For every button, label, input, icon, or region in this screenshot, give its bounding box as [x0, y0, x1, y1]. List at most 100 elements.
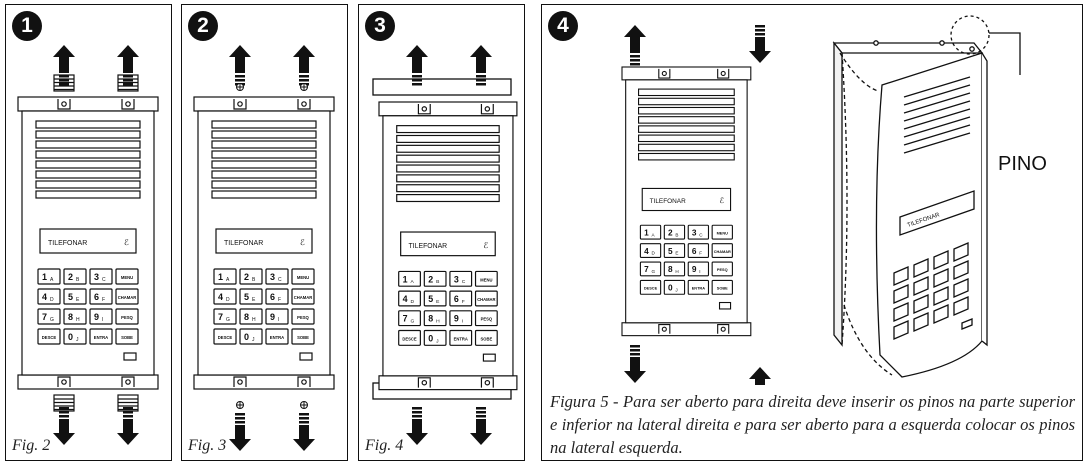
svg-text:ENTRA: ENTRA	[454, 336, 468, 341]
svg-text:4: 4	[644, 247, 649, 256]
keypad-key: MENU	[115, 268, 139, 285]
svg-text:5: 5	[668, 247, 673, 256]
svg-text:E: E	[675, 251, 678, 256]
callout-leader-line	[989, 32, 1021, 75]
keypad-key: SOBE	[115, 328, 139, 345]
svg-text:F: F	[462, 299, 465, 305]
step-number-badge: 1	[12, 11, 42, 41]
svg-text:D: D	[50, 297, 54, 303]
svg-text:0: 0	[668, 284, 673, 293]
keypad-key: ENTRA	[89, 328, 113, 345]
down-arrow	[749, 25, 771, 63]
svg-text:CHAMAR: CHAMAR	[294, 295, 313, 300]
svg-text:4: 4	[218, 292, 223, 302]
svg-text:6: 6	[94, 292, 99, 302]
svg-text:9: 9	[94, 312, 99, 322]
svg-text:9: 9	[270, 312, 275, 322]
keypad-key: SOBE	[711, 279, 733, 295]
figure-label: Fig. 2	[12, 437, 51, 454]
display-window	[899, 190, 975, 236]
svg-text:J: J	[675, 287, 677, 292]
hinge-swing-top	[839, 52, 879, 92]
svg-text:A: A	[411, 279, 415, 285]
svg-text:ENTRA: ENTRA	[270, 335, 284, 340]
svg-text:F: F	[278, 297, 281, 303]
down-arrow	[293, 413, 315, 451]
svg-text:6: 6	[454, 294, 459, 304]
svg-text:PESQ: PESQ	[717, 268, 728, 272]
svg-text:TILEFONAR: TILEFONAR	[409, 243, 448, 250]
svg-text:ENTRA: ENTRA	[692, 287, 706, 291]
svg-text:0: 0	[244, 332, 249, 342]
keypad-key: CHAMAR	[711, 243, 733, 258]
svg-text:F: F	[102, 297, 105, 303]
svg-text:CHAMAR: CHAMAR	[118, 295, 137, 300]
svg-text:5: 5	[244, 292, 249, 302]
svg-text:F: F	[699, 251, 702, 256]
svg-text:ℰ: ℰ	[300, 238, 305, 247]
svg-text:E: E	[436, 299, 440, 305]
svg-text:7: 7	[403, 314, 408, 324]
svg-text:A: A	[50, 277, 54, 283]
svg-text:H: H	[252, 317, 256, 323]
svg-text:6: 6	[270, 292, 275, 302]
down-arrow	[624, 345, 646, 383]
up-arrow	[229, 45, 251, 86]
svg-text:B: B	[436, 279, 440, 285]
open-housing-perspective: TILEFONAR	[832, 15, 1021, 378]
svg-text:I: I	[278, 317, 279, 323]
keypad-key: PESQ	[474, 310, 498, 327]
keypad-key: PESQ	[115, 308, 139, 325]
svg-text:ℰ: ℰ	[124, 238, 129, 247]
svg-text:J: J	[252, 337, 255, 343]
keypad-key: DESCE	[639, 279, 662, 295]
svg-text:E: E	[76, 297, 80, 303]
keypad-key: DESCE	[37, 328, 61, 345]
svg-text:PESQ: PESQ	[121, 315, 133, 320]
svg-text:J: J	[436, 338, 439, 344]
svg-text:4: 4	[403, 294, 408, 304]
svg-text:B: B	[675, 232, 678, 237]
keypad-key: DESCE	[398, 329, 421, 346]
svg-text:9: 9	[692, 265, 697, 274]
svg-text:I: I	[102, 317, 103, 323]
svg-text:3: 3	[94, 272, 99, 282]
keypad-key: SOBE	[474, 329, 498, 346]
svg-text:ℰ: ℰ	[720, 196, 724, 205]
svg-text:E: E	[252, 297, 256, 303]
svg-text:PESQ: PESQ	[297, 315, 309, 320]
svg-text:DESCE: DESCE	[42, 335, 57, 340]
svg-text:2: 2	[68, 272, 73, 282]
svg-text:H: H	[675, 269, 678, 274]
pin-screw	[300, 83, 308, 91]
svg-text:7: 7	[644, 265, 649, 274]
svg-text:3: 3	[692, 228, 697, 237]
svg-text:I: I	[699, 269, 700, 274]
svg-text:H: H	[76, 317, 80, 323]
svg-text:A: A	[226, 277, 230, 283]
svg-text:B: B	[252, 277, 256, 283]
svg-text:G: G	[226, 317, 230, 323]
svg-text:5: 5	[428, 294, 433, 304]
